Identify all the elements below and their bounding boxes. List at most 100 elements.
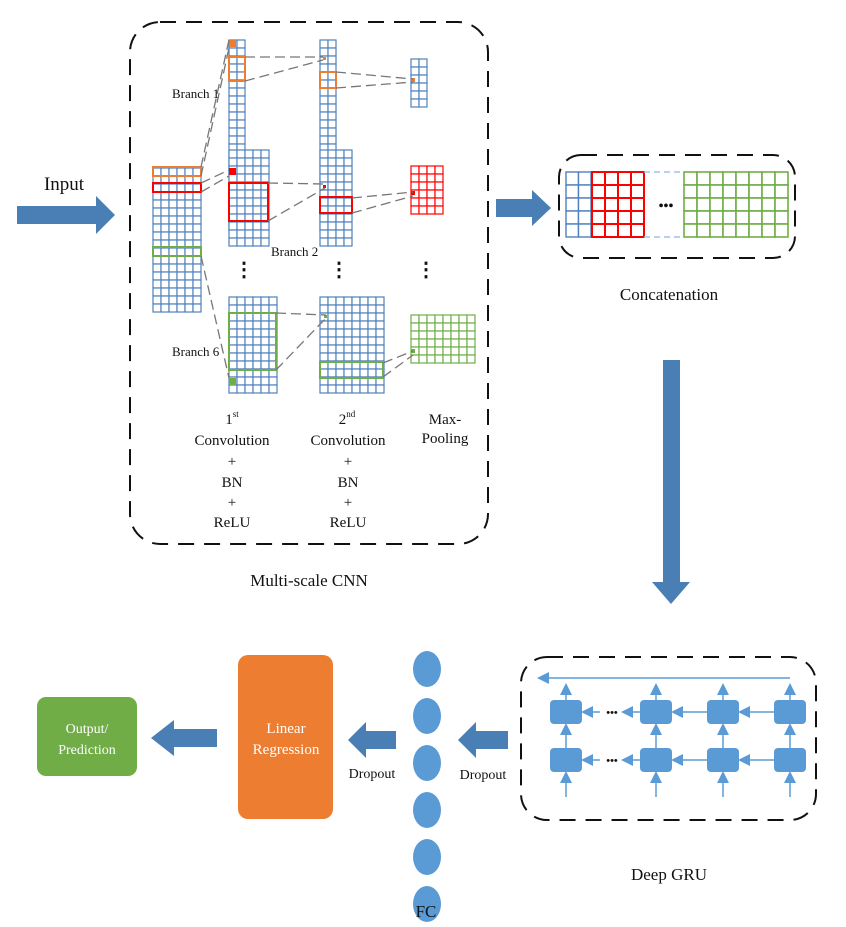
grid-cell — [327, 328, 337, 338]
connection-line — [382, 354, 414, 378]
branch-6-conv1-map — [228, 296, 278, 394]
grid-cell — [252, 149, 262, 159]
grid-cell — [335, 368, 345, 378]
grid-cell — [351, 320, 361, 330]
grid-cell — [591, 184, 606, 199]
grid-cell — [450, 330, 460, 340]
fc-node — [413, 886, 441, 922]
grid-cell — [228, 103, 238, 113]
grid-cell — [168, 287, 178, 297]
svg-text:+: + — [228, 454, 236, 470]
grid-cell — [228, 63, 238, 73]
grid-cell — [359, 344, 369, 354]
grid-cell — [236, 336, 246, 346]
arrow-down-to-gru — [652, 360, 690, 604]
concat-branch-1 — [565, 171, 592, 238]
grid-cell — [152, 295, 162, 305]
connection-line — [200, 39, 230, 168]
svg-text:+: + — [344, 454, 352, 470]
linear-regression-label-1: Linear — [266, 721, 305, 737]
grid-cell — [367, 320, 377, 330]
grid-cell — [268, 376, 278, 386]
grid-cell — [351, 368, 361, 378]
grid-cell — [367, 328, 377, 338]
kernel-output-cell — [229, 40, 236, 47]
stage-1-label: 1st Convolution + BN + ReLU — [194, 409, 270, 531]
grid-cell — [319, 344, 329, 354]
grid-cell — [252, 320, 262, 330]
grid-cell — [426, 346, 436, 356]
grid-cell — [327, 103, 337, 113]
grid-cell — [375, 328, 385, 338]
grid-cell — [565, 197, 580, 212]
grid-cell — [319, 165, 329, 175]
grid-cell — [351, 312, 361, 322]
input-label: Input — [44, 174, 85, 195]
grid-cell — [244, 312, 254, 322]
grid-cell — [160, 191, 170, 201]
grid-cell — [434, 322, 444, 332]
grid-cell — [184, 167, 194, 177]
grid-cell — [176, 183, 186, 193]
grid-cell — [630, 184, 645, 199]
grid-cell — [260, 336, 270, 346]
grid-cell — [228, 360, 238, 370]
grid-cell — [236, 63, 246, 73]
grid-cell — [630, 197, 645, 212]
grid-cell — [343, 213, 353, 223]
connection-line — [335, 81, 414, 89]
grid-cell — [327, 237, 337, 247]
kernel-window — [228, 182, 269, 222]
grid-cell — [260, 296, 270, 306]
svg-text:BN: BN — [222, 475, 243, 491]
grid-cell — [168, 255, 178, 265]
grid-cell — [160, 215, 170, 225]
connection-line — [200, 175, 230, 193]
grid-cell — [410, 330, 420, 340]
gru-cell — [774, 748, 806, 772]
kernel-output-cell — [323, 57, 326, 60]
grid-cell — [351, 352, 361, 362]
grid-cell — [192, 191, 202, 201]
grid-cell — [565, 210, 580, 225]
grid-cell — [735, 197, 750, 212]
grid-cell — [319, 87, 329, 97]
grid-cell — [192, 207, 202, 217]
grid-cell — [236, 205, 246, 215]
grid-cell — [236, 71, 246, 81]
grid-cell — [375, 304, 385, 314]
fc-layer — [413, 651, 441, 922]
grid-cell — [168, 183, 178, 193]
grid-cell — [466, 330, 476, 340]
grid-cell — [160, 207, 170, 217]
grid-cell — [228, 205, 238, 215]
grid-cell — [168, 303, 178, 313]
grid-cell — [192, 199, 202, 209]
grid-cell — [418, 58, 428, 68]
grid-cell — [359, 384, 369, 394]
grid-cell — [442, 330, 452, 340]
grid-cell — [319, 127, 329, 137]
grid-cell — [466, 322, 476, 332]
grid-cell — [410, 205, 420, 215]
grid-cell — [236, 352, 246, 362]
branch-2-label: Branch 2 — [271, 244, 318, 259]
connection-line — [200, 47, 230, 177]
grid-cell — [327, 95, 337, 105]
grid-cell — [722, 171, 737, 186]
grid-cell — [260, 360, 270, 370]
grid-cell — [351, 344, 361, 354]
grid-cell — [327, 47, 337, 57]
kernel-output-cell — [323, 185, 326, 188]
grid-cell — [192, 303, 202, 313]
fc-node — [413, 745, 441, 781]
grid-cell — [735, 210, 750, 225]
grid-cell — [418, 338, 428, 348]
grid-cell — [375, 296, 385, 306]
grid-cell — [410, 173, 420, 183]
grid-cell — [335, 157, 345, 167]
grid-cell — [252, 384, 262, 394]
grid-cell — [617, 184, 632, 199]
grid-cell — [375, 320, 385, 330]
grid-cell — [252, 296, 262, 306]
